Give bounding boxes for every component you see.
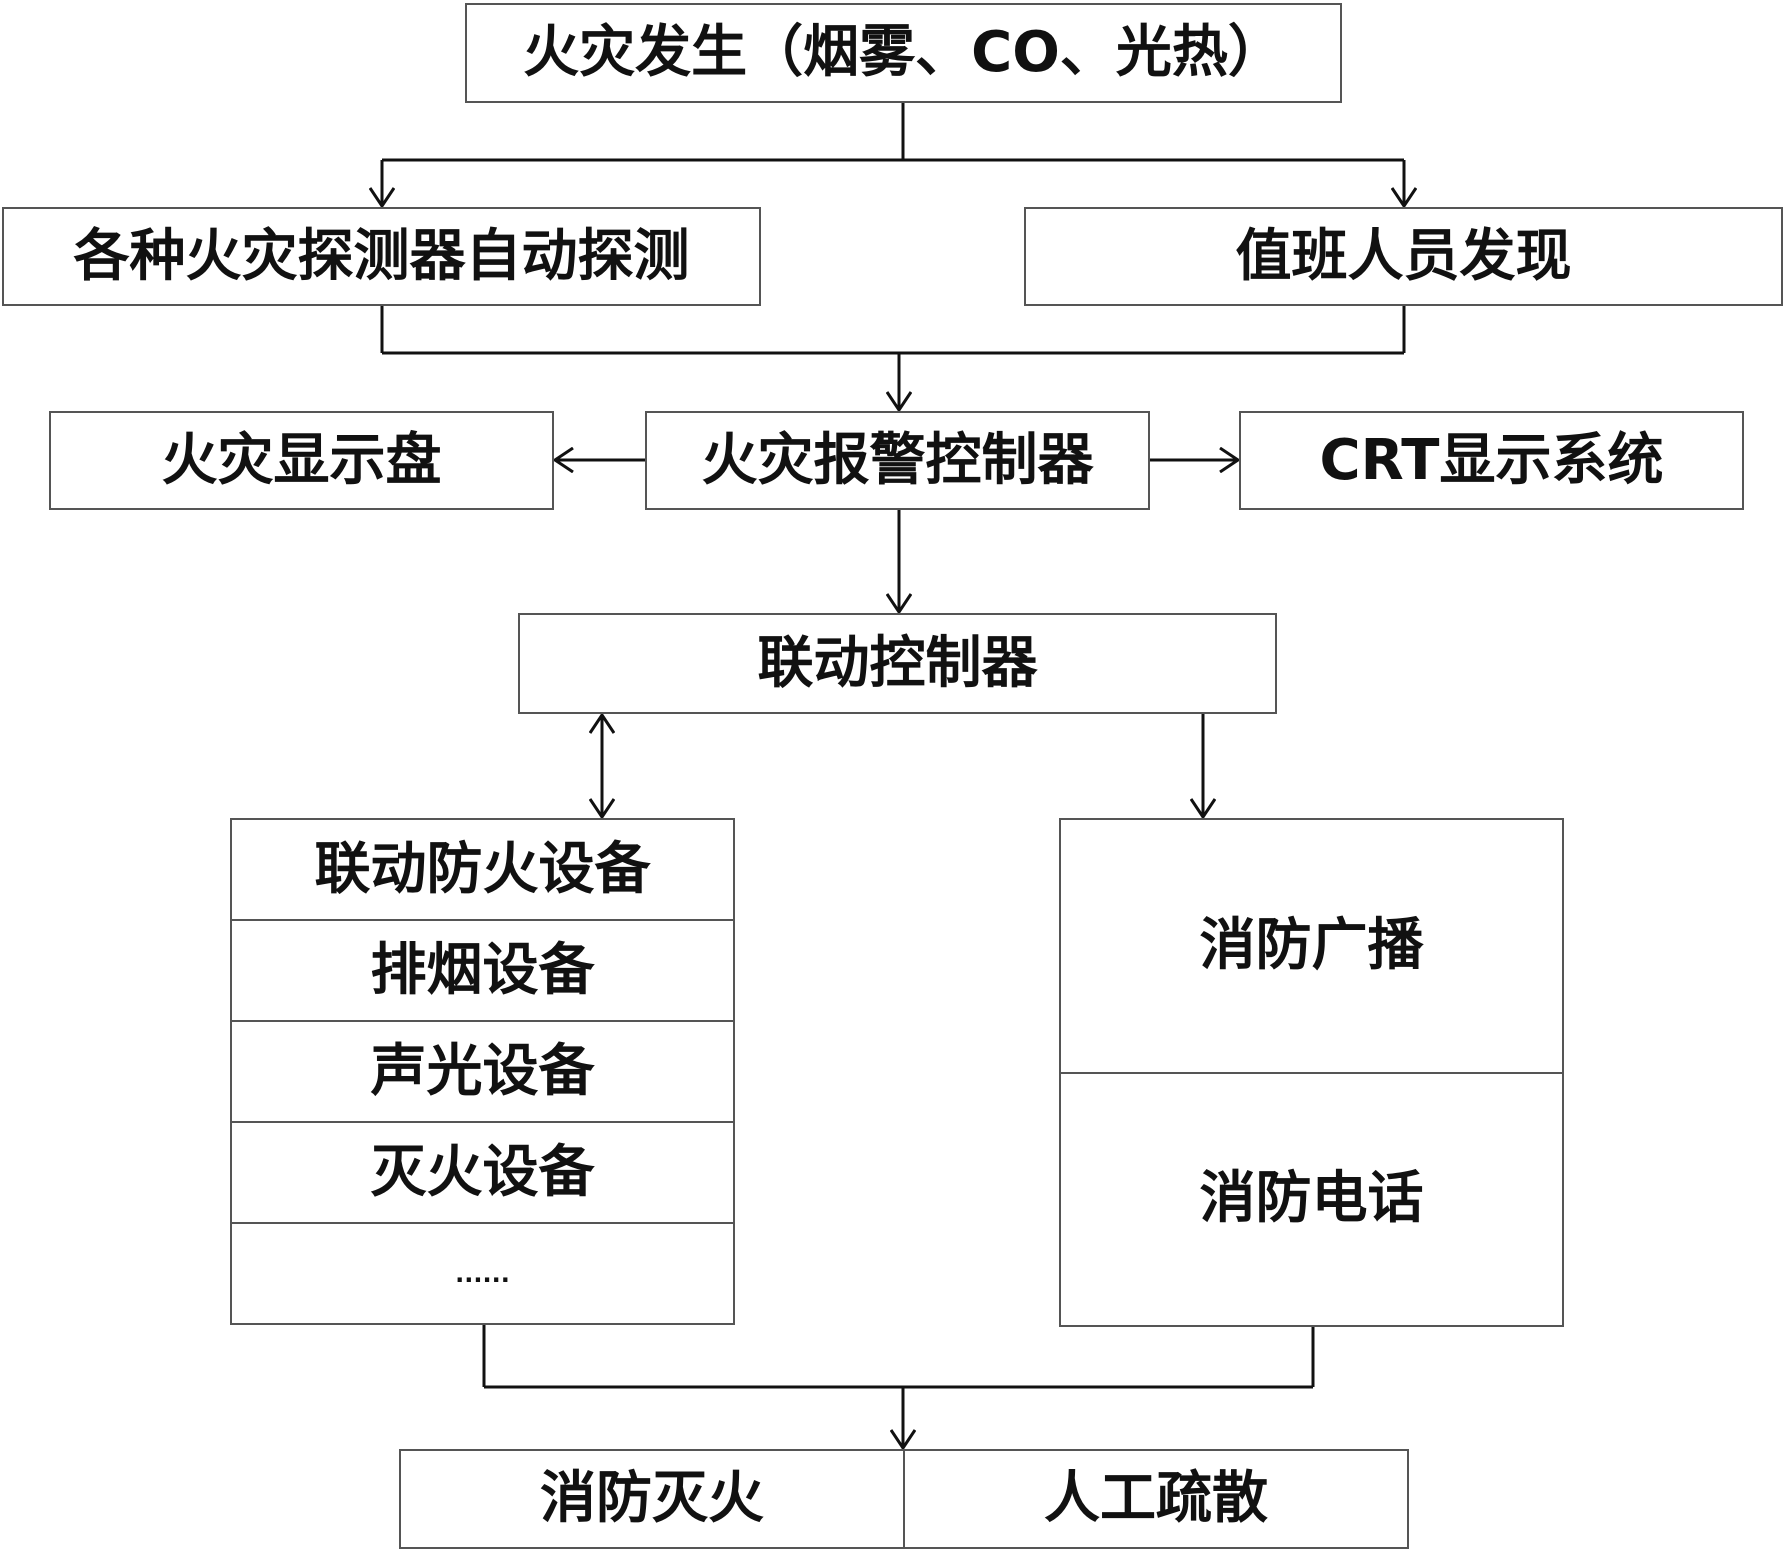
device-extinguishing-label: 灭火设备 — [370, 1139, 595, 1205]
device-more: ...... — [232, 1222, 733, 1323]
outcome-firefighting: 消防灭火 — [401, 1451, 903, 1547]
node-fire-display-panel-label: 火灾显示盘 — [161, 427, 442, 493]
node-fire-occurs: 火灾发生（烟雾、CO、光热） — [465, 3, 1342, 103]
linkage-devices-header-label: 联动防火设备 — [314, 836, 651, 902]
node-auto-detect: 各种火灾探测器自动探测 — [2, 207, 761, 306]
fire-telephone-label: 消防电话 — [1199, 1166, 1424, 1232]
fire-broadcast: 消防广播 — [1061, 820, 1562, 1072]
outcome-firefighting-label: 消防灭火 — [540, 1466, 764, 1531]
node-linkage-devices-stack: 联动防火设备 排烟设备 声光设备 灭火设备 ...... — [230, 818, 735, 1325]
node-auto-detect-label: 各种火灾探测器自动探测 — [73, 223, 690, 289]
node-fire-display-panel: 火灾显示盘 — [49, 411, 554, 510]
node-communication-stack: 消防广播 消防电话 — [1059, 818, 1564, 1327]
device-sound-light: 声光设备 — [232, 1020, 733, 1121]
node-outcomes: 消防灭火 人工疏散 — [399, 1449, 1409, 1549]
node-fire-alarm-controller: 火灾报警控制器 — [645, 411, 1150, 510]
fire-broadcast-label: 消防广播 — [1199, 912, 1424, 978]
device-extinguishing: 灭火设备 — [232, 1121, 733, 1222]
node-fire-alarm-controller-label: 火灾报警控制器 — [701, 427, 1094, 493]
device-smoke-exhaust-label: 排烟设备 — [370, 937, 595, 1003]
node-staff-discover-label: 值班人员发现 — [1235, 223, 1572, 289]
outcome-evacuation-label: 人工疏散 — [1044, 1466, 1268, 1531]
outcome-evacuation: 人工疏散 — [903, 1451, 1407, 1547]
linkage-devices-header: 联动防火设备 — [232, 820, 733, 919]
device-smoke-exhaust: 排烟设备 — [232, 919, 733, 1020]
node-linkage-controller: 联动控制器 — [518, 613, 1277, 714]
device-more-label: ...... — [455, 1259, 510, 1288]
fire-telephone: 消防电话 — [1061, 1071, 1562, 1326]
node-fire-occurs-label: 火灾发生（烟雾、CO、光热） — [523, 20, 1284, 85]
node-linkage-controller-label: 联动控制器 — [757, 630, 1038, 696]
device-sound-light-label: 声光设备 — [370, 1038, 595, 1104]
node-staff-discover: 值班人员发现 — [1024, 207, 1783, 306]
node-crt-display-label: CRT显示系统 — [1319, 427, 1664, 493]
node-crt-display: CRT显示系统 — [1239, 411, 1744, 510]
